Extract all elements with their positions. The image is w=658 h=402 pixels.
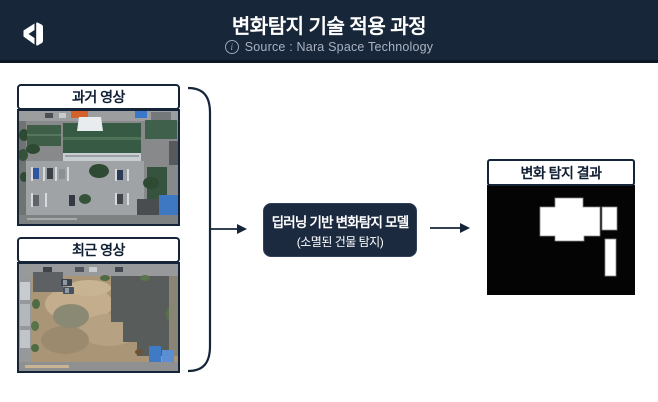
recent-satellite-art bbox=[19, 264, 178, 371]
past-image-label: 과거 영상 bbox=[17, 84, 180, 110]
page-title: 변화탐지 기술 적용 과정 bbox=[231, 16, 427, 38]
result-arrow bbox=[430, 223, 470, 233]
model-box-title: 딥러닝 기반 변화탐지 모델 bbox=[271, 214, 409, 230]
result-label: 변화 탐지 결과 bbox=[487, 159, 635, 186]
past-satellite-art bbox=[19, 111, 178, 224]
nara-space-logo-icon bbox=[23, 22, 43, 46]
merge-bracket-arrow bbox=[187, 86, 247, 373]
source-text: Source : Nara Space Technology bbox=[244, 40, 434, 54]
result-block: 변화 탐지 결과 bbox=[487, 159, 635, 295]
past-satellite-image bbox=[17, 109, 180, 226]
detection-mask-art bbox=[539, 197, 618, 277]
model-box-subtitle: (소멸된 건물 탐지) bbox=[296, 234, 384, 249]
recent-satellite-image bbox=[17, 262, 180, 373]
past-image-block: 과거 영상 bbox=[17, 84, 180, 226]
recent-image-block: 최근 영상 bbox=[17, 237, 180, 373]
source-row: i Source : Nara Space Technology bbox=[0, 40, 658, 54]
detection-result-canvas bbox=[487, 185, 635, 295]
model-box: 딥러닝 기반 변화탐지 모델 (소멸된 건물 탐지) bbox=[263, 203, 417, 257]
header-bar: 변화탐지 기술 적용 과정 i Source : Nara Space Tech… bbox=[0, 0, 658, 63]
info-icon: i bbox=[224, 40, 239, 54]
recent-image-label: 최근 영상 bbox=[17, 237, 180, 263]
